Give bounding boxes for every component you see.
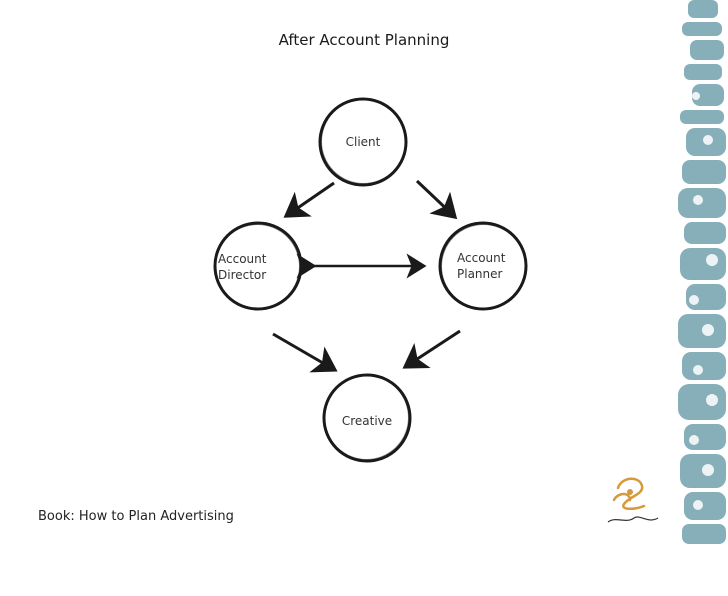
source-caption: Book: How to Plan Advertising [38,509,234,524]
node-client-circle [318,97,408,187]
node-account-planner-circle [438,221,528,311]
page-title: After Account Planning [278,31,450,49]
decorative-pattern [678,0,726,544]
node-account-director-circle [213,221,303,311]
node-account-planner: Account Planner [437,220,529,312]
arrow-director-to-creative [272,332,338,373]
node-account-planner-label-line2: Planner [457,267,503,281]
node-creative-circle [322,373,412,463]
node-account-planner-label-line1: Account [457,251,506,265]
node-account-director-label-line2: Director [218,268,267,282]
brand-logo [607,477,659,523]
arrow-client-to-director [283,181,335,218]
node-client: Client [317,96,409,188]
node-account-director: Account Director [212,220,304,312]
arrow-planner-to-creative [402,329,461,369]
node-account-director-label-line1: Account [218,252,267,266]
arrow-client-to-planner [415,179,458,220]
node-creative-label: Creative [341,414,393,428]
node-client-label: Client [345,135,381,149]
node-creative: Creative [321,372,413,464]
